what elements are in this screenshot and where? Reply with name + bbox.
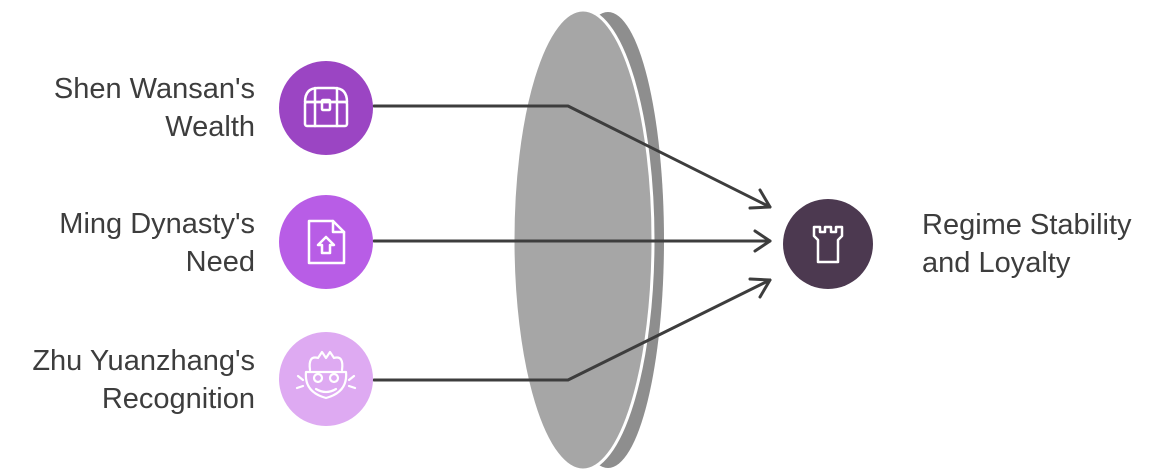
- input-node-need: [279, 195, 373, 289]
- label-recognition-line2: Recognition: [101, 383, 255, 415]
- label-need-line1: Ming Dynasty's: [59, 208, 255, 240]
- label-need-line2: Need: [185, 246, 255, 278]
- arrowhead-top: [748, 188, 772, 210]
- node-circle: [783, 199, 873, 289]
- label-recognition: Zhu Yuanzhang's Recognition: [32, 342, 255, 418]
- label-stability-line2: and Loyalty: [922, 247, 1071, 279]
- arrowhead-bottom: [748, 277, 772, 299]
- label-wealth-line2: Wealth: [165, 111, 255, 143]
- label-wealth: Shen Wansan's Wealth: [54, 70, 255, 146]
- arrows: [372, 104, 772, 382]
- arrowhead-middle: [753, 229, 772, 253]
- node-circle: [279, 195, 373, 289]
- input-node-wealth: [279, 61, 373, 155]
- treasure-chest-icon: [303, 86, 349, 128]
- document-upload-icon: [307, 219, 346, 265]
- label-stability-line1: Regime Stability: [922, 209, 1132, 241]
- arrow-wealth-to-stability: [372, 104, 772, 209]
- lion-dance-icon: [295, 350, 357, 400]
- input-node-recognition: [279, 332, 373, 426]
- arrow-recognition-to-stability: [372, 278, 772, 382]
- label-recognition-line1: Zhu Yuanzhang's: [32, 345, 255, 377]
- node-circle: [279, 332, 373, 426]
- label-need: Ming Dynasty's Need: [59, 205, 255, 281]
- castle-tower-icon: [812, 225, 844, 264]
- node-circle: [279, 61, 373, 155]
- label-stability: Regime Stability and Loyalty: [922, 206, 1132, 282]
- label-wealth-line1: Shen Wansan's: [53, 73, 255, 105]
- output-node-stability: [783, 199, 873, 289]
